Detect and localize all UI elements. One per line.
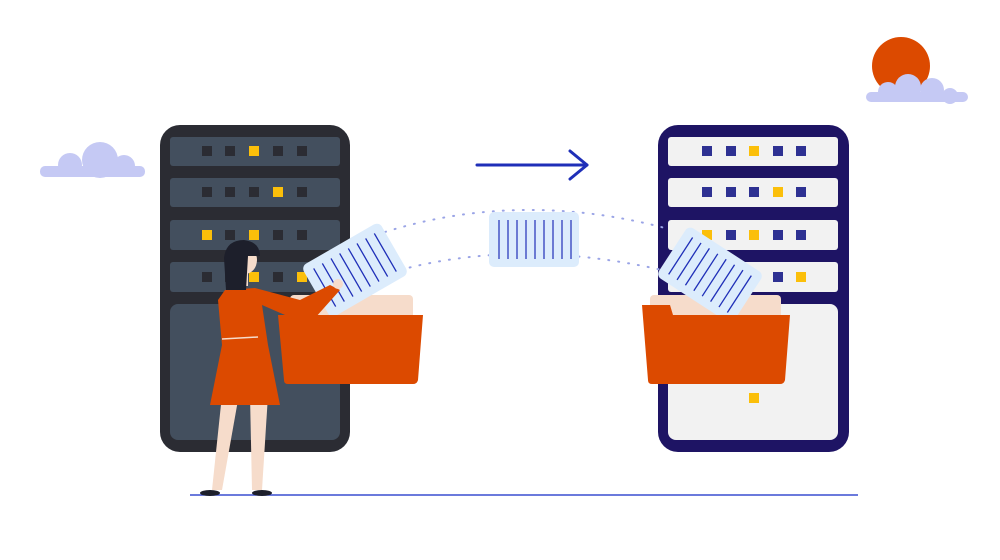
document-line xyxy=(339,253,363,292)
server-led xyxy=(796,230,806,240)
server-led xyxy=(297,272,307,282)
document-line xyxy=(668,237,694,275)
server-led xyxy=(225,146,235,156)
document-line xyxy=(347,248,371,287)
server-led xyxy=(225,230,235,240)
document-line xyxy=(718,269,744,308)
server-led xyxy=(726,146,736,156)
document-line xyxy=(693,253,719,292)
document-line xyxy=(701,258,727,297)
server-led xyxy=(796,272,806,282)
server-led xyxy=(749,393,759,403)
server-led xyxy=(202,230,212,240)
server-led xyxy=(202,272,212,282)
server-led xyxy=(249,272,259,282)
server-led xyxy=(702,146,712,156)
transfer-path xyxy=(384,208,666,271)
server-led xyxy=(297,230,307,240)
document-line xyxy=(676,242,702,281)
server-led xyxy=(225,187,235,197)
document-line xyxy=(313,268,337,307)
server-led xyxy=(773,272,783,282)
server-led xyxy=(749,187,759,197)
server-led xyxy=(773,146,783,156)
server-led xyxy=(702,230,712,240)
server-led xyxy=(749,230,759,240)
server-led xyxy=(249,230,259,240)
arrow-right-icon xyxy=(475,149,589,181)
server-led xyxy=(726,230,736,240)
document-line xyxy=(373,233,397,272)
server-led xyxy=(796,187,806,197)
server-led xyxy=(297,187,307,197)
document-in-transit xyxy=(489,212,579,267)
server-led xyxy=(702,187,712,197)
server-led xyxy=(749,146,759,156)
server-led xyxy=(297,146,307,156)
document-line xyxy=(356,243,380,282)
server-led xyxy=(202,187,212,197)
document-line xyxy=(330,258,354,297)
server-led xyxy=(273,272,283,282)
server-led xyxy=(796,146,806,156)
server-led xyxy=(202,146,212,156)
server-led xyxy=(773,187,783,197)
cloud-left xyxy=(40,142,145,178)
document-line xyxy=(710,264,736,302)
server-led xyxy=(273,146,283,156)
server-led xyxy=(273,230,283,240)
server-led xyxy=(249,187,259,197)
document-line xyxy=(684,248,710,286)
target-folder xyxy=(642,227,790,384)
server-led xyxy=(726,187,736,197)
cloud-right xyxy=(866,74,968,104)
server-led xyxy=(249,146,259,156)
document-line xyxy=(726,275,752,313)
document-line xyxy=(365,238,389,277)
server-led xyxy=(273,187,283,197)
server-led xyxy=(773,230,783,240)
person-carrying-folder xyxy=(200,240,343,496)
